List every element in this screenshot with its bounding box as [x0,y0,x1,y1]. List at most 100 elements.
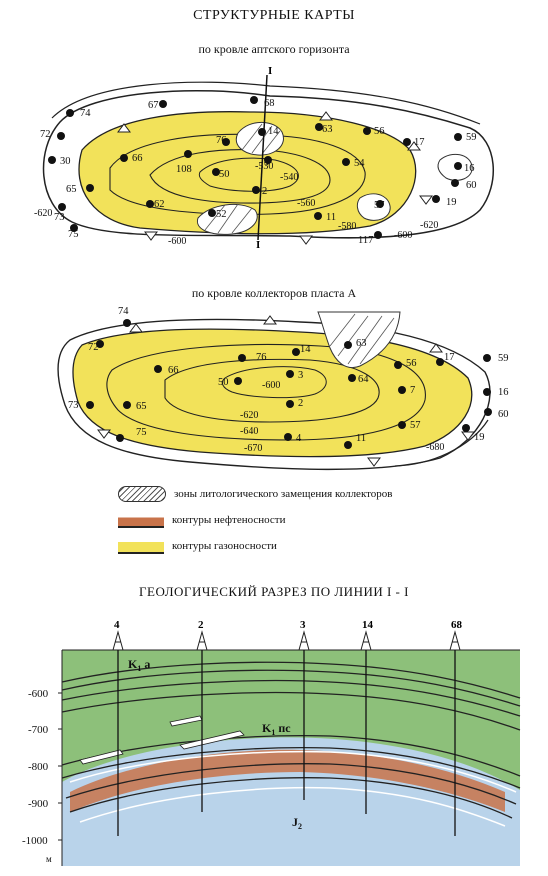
map1-well-marker [258,128,266,136]
map2-well-marker [96,340,104,348]
isoline-label: -620 [240,410,258,421]
map1-well-label: 14 [268,126,279,137]
isoline-label: -600 [394,230,412,241]
gas-swatch [118,538,164,554]
map2-well-marker [484,408,492,416]
map2-subtitle: по кровле коллекторов пласта А [191,286,357,300]
isoline-label: -670 [244,443,262,454]
map2-well-label: 3 [298,370,303,381]
map1-well-marker [250,96,258,104]
map2-well-label: 17 [444,352,455,363]
map1-well-marker [376,200,384,208]
map2-well-label: 66 [168,365,179,376]
map1-well-label: 62 [154,199,165,210]
map1-well-marker [374,231,382,239]
map1-well-label: 63 [322,124,333,135]
map1-subtitle: по кровле аптского горизонта [198,42,350,56]
section-well-label: 4 [114,619,120,631]
map2-well-marker [348,374,356,382]
legend-label: контуры нефтеносности [172,514,286,526]
map2-well-label: 16 [498,387,509,398]
map1-well-marker [146,200,154,208]
hatch-swatch [118,486,166,502]
map2-well-label: 65 [136,401,147,412]
map2-well-marker [436,358,444,366]
derrick-icon [360,630,372,651]
map1-well-marker [314,212,322,220]
map1-well-marker [451,179,459,187]
map1-well-label: 66 [132,153,143,164]
map2-well-marker [483,354,491,362]
map2-well-label: 57 [410,420,421,431]
map1-well-marker [86,184,94,192]
map2-well-marker [116,434,124,442]
section-well-label: 68 [451,619,463,631]
depth-label: -900 [28,798,49,810]
map1-well-label: 73 [54,212,65,223]
map1-well-label: 19 [446,197,457,208]
isoline-label: -620 [420,220,438,231]
map2-well-marker [234,377,242,385]
map2-well-label: 75 [136,427,147,438]
map2-well-marker [292,348,300,356]
map1-well-marker [403,138,411,146]
map1-well-marker [342,158,350,166]
map1-well-label: 59 [466,132,477,143]
map1-well-label: 65 [66,184,77,195]
isoline-label: -640 [240,426,258,437]
depth-label: -1000 [22,835,48,847]
map1-well-label: 2 [262,186,267,197]
map1-well-label: 108 [176,164,192,175]
map2-well-label: 2 [298,398,303,409]
map1-well-marker [58,203,66,211]
map2-well-marker [483,388,491,396]
depth-label: -600 [28,688,49,700]
isoline-label: -530 [255,161,273,172]
map1-well-marker [454,162,462,170]
map2-well-marker [284,433,292,441]
map2-well-label: 76 [256,352,267,363]
unit-label: м [46,854,52,864]
depth-label: -800 [28,761,49,773]
map1-well-marker [222,138,230,146]
map1-well-label: 11 [326,212,336,223]
map1-well-label: 67 [148,100,159,111]
map2-well-label: 60 [498,409,509,420]
map2-well-marker [398,386,406,394]
map1-well-marker [159,100,167,108]
map1-well-label: 16 [464,163,475,174]
map2-well-label: 72 [88,342,99,353]
isoline-label: -680 [426,442,444,453]
oil-swatch [118,512,164,528]
map2-well-marker [238,354,246,362]
map1-well-label: 57 [374,200,385,211]
isoline-label: -580 [338,221,356,232]
map2-well-label: 7 [410,385,415,396]
formation-j2: J2 [292,815,302,831]
section-label-top: I [268,65,272,77]
map1-well-label: 60 [466,180,477,191]
section-well-label: 14 [362,619,374,631]
map1-well-label: 117 [358,235,373,246]
formation-k1pc: K1 пс [262,721,291,737]
derrick-icon [112,630,124,651]
map1-well-label: 17 [414,137,425,148]
legend-label: контуры газоносности [172,540,277,552]
map2-well-marker [286,370,294,378]
map1-well-marker [120,154,128,162]
map2-well-label: 59 [498,353,509,364]
legend-oil: контуры нефтеносности [118,512,285,528]
map1-well-label: 52 [216,209,227,220]
map2-well-marker [286,400,294,408]
map1-well-marker [66,109,74,117]
map2-well-marker [154,365,162,373]
map1-well-marker [212,168,220,176]
map2-well-label: 4 [296,433,302,444]
map2-well-label: 56 [406,358,417,369]
derrick-icon [449,630,461,651]
map1-well-marker [208,209,216,217]
map2-well-marker [86,401,94,409]
